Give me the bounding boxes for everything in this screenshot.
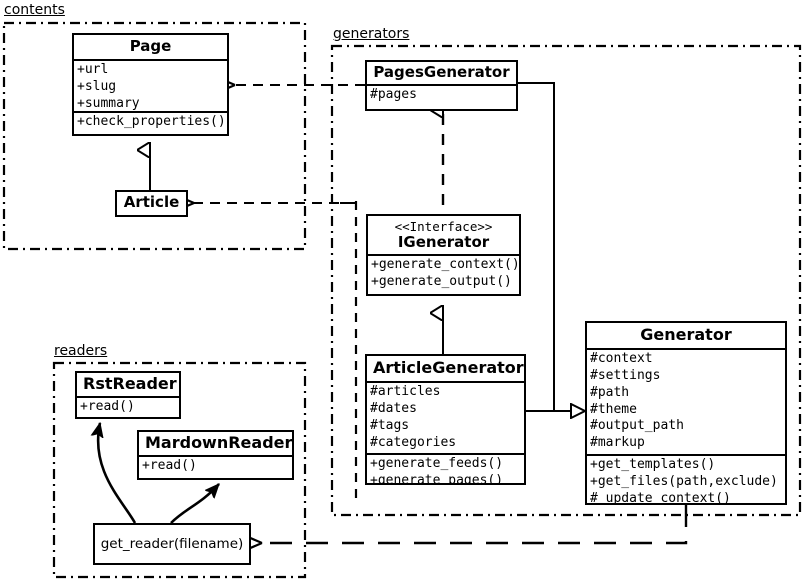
function-get-reader[interactable]: get_reader(filename): [93, 523, 251, 565]
method-row: +get_files(path,exclude): [590, 473, 778, 489]
class-article-generator-methods: +generate_feeds() +generate_pages(): [367, 453, 524, 485]
attribute-row: #context: [590, 351, 653, 367]
attribute-row: #pages: [370, 87, 417, 103]
class-rst-reader-name: RstReader: [83, 374, 177, 393]
class-igenerator-methods: +generate_context() +generate_output(): [368, 254, 519, 293]
package-frame-readers: [52, 361, 307, 579]
class-igenerator-stereotype: <<Interface>>: [394, 219, 493, 234]
method-row: +read(): [142, 458, 197, 474]
attribute-row: #articles: [370, 384, 441, 400]
class-mardown-reader-name: MardownReader: [145, 433, 293, 452]
attribute-row: +slug: [77, 79, 117, 95]
class-pages-generator[interactable]: PagesGenerator #pages: [365, 60, 518, 111]
attribute-row: #markup: [590, 435, 645, 451]
method-row: #_update_context(): [590, 490, 731, 505]
relation-pagesgenerator-generalizes-generator: [518, 82, 585, 411]
class-igenerator-title: IGenerator: [397, 233, 490, 251]
class-generator-attributes: #context #settings #path #theme #output_…: [587, 348, 785, 454]
package-label-contents: contents: [2, 2, 67, 18]
attribute-row: #settings: [590, 368, 661, 384]
class-article-name: Article: [123, 193, 180, 211]
class-mardown-reader-methods: +read(): [139, 455, 292, 477]
class-article-generator-name: ArticleGenerator: [373, 358, 524, 377]
package-frame-contents: [2, 21, 307, 251]
function-get-reader-label: get_reader(filename): [100, 536, 244, 552]
method-row: +generate_pages(): [370, 473, 504, 485]
class-rst-reader-methods: +read(): [77, 396, 179, 417]
class-generator-methods: +get_templates() +get_files(path,exclude…: [587, 453, 785, 505]
relation-getreader-creates-mardownreader: [170, 484, 220, 524]
class-article-generator-attributes: #articles #dates #tags #categories: [367, 381, 524, 453]
method-row: +get_templates(): [590, 456, 716, 472]
attribute-row: #dates: [370, 401, 417, 417]
class-page-name: Page: [129, 37, 172, 55]
class-page-methods: +check_properties(): [74, 111, 227, 133]
attribute-row: #categories: [370, 434, 457, 450]
attribute-row: #theme: [590, 401, 637, 417]
attribute-row: #path: [590, 384, 630, 400]
method-row: +generate_context(): [371, 257, 520, 273]
attribute-row: #output_path: [590, 418, 684, 434]
attribute-row: #tags: [370, 417, 410, 433]
method-row: +generate_feeds(): [370, 456, 504, 472]
class-igenerator[interactable]: <<Interface>> IGenerator +generate_conte…: [366, 214, 521, 296]
class-pages-generator-name: PagesGenerator: [373, 63, 510, 81]
class-article[interactable]: Article: [115, 190, 188, 217]
package-frame-generators: [330, 44, 802, 517]
class-generator[interactable]: Generator #context #settings #path #them…: [585, 321, 787, 505]
method-row: +generate_output(): [371, 274, 512, 290]
package-label-readers: readers: [52, 343, 110, 359]
class-rst-reader[interactable]: RstReader +read(): [75, 371, 181, 419]
class-generator-name: Generator: [640, 325, 732, 344]
attribute-row: +summary: [77, 95, 140, 111]
relation-generator-depends-getreader: [262, 505, 688, 543]
method-row: +check_properties(): [77, 114, 226, 130]
class-igenerator-name: <<Interface>> IGenerator: [368, 216, 519, 254]
relation-getreader-creates-rstreader: [98, 423, 137, 524]
class-mardown-reader[interactable]: MardownReader +read(): [137, 430, 294, 480]
class-page-attributes: +url +slug +summary: [74, 59, 227, 111]
class-pages-generator-attributes: #pages: [367, 84, 516, 106]
package-label-generators: generators: [331, 26, 412, 42]
method-row: +read(): [80, 399, 135, 415]
class-article-generator[interactable]: ArticleGenerator #articles #dates #tags …: [365, 354, 526, 485]
attribute-row: +url: [77, 62, 109, 78]
class-page[interactable]: Page +url +slug +summary +check_properti…: [72, 33, 229, 136]
